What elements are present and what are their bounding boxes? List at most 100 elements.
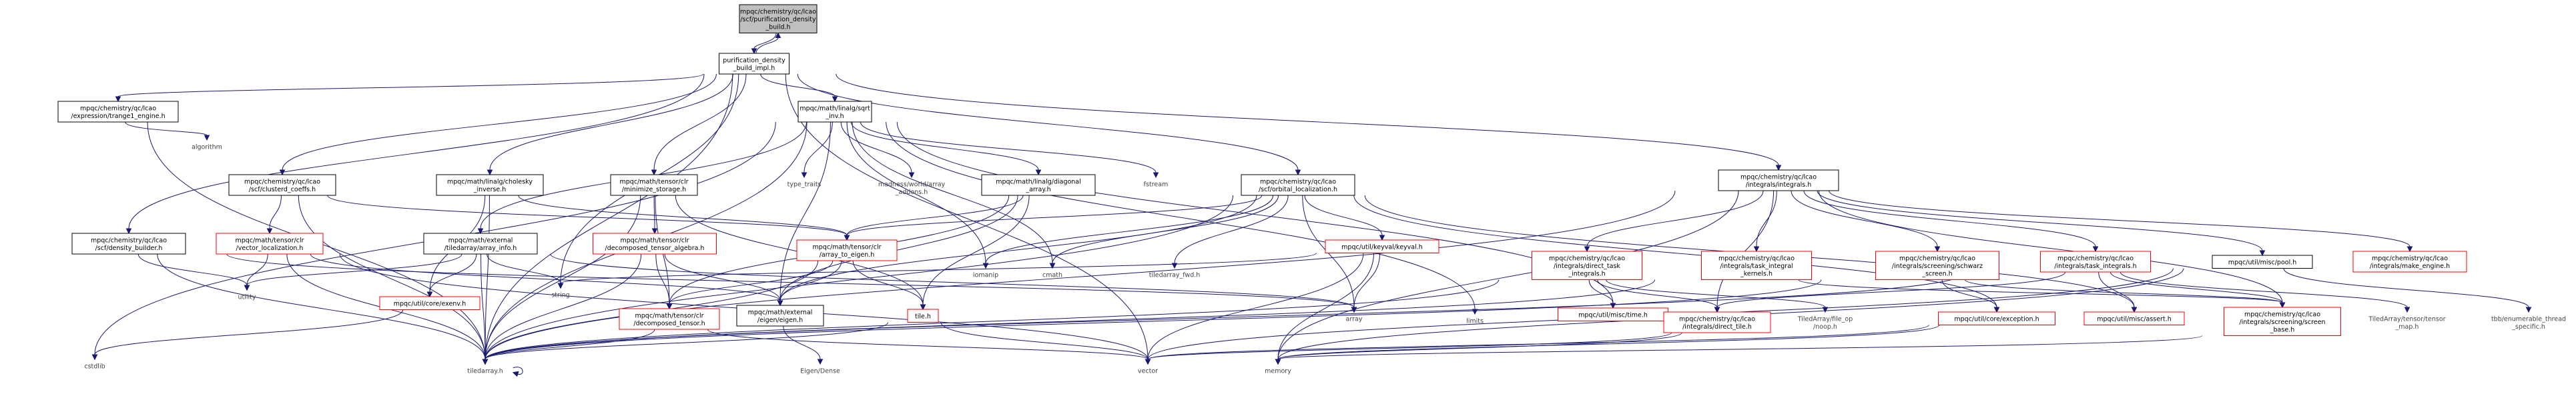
node-box (228, 174, 336, 196)
node-label-line: TiledArray/file_op (1797, 316, 1853, 323)
node-time[interactable]: mpqc/util/misc/time.h (1558, 307, 1668, 321)
edge-root-to-impl (751, 33, 777, 55)
node-label-line: _map.h (2395, 323, 2419, 331)
edge-minimize-to-dta (651, 195, 658, 235)
edge-exception-to-memory (1275, 325, 1940, 365)
node-root[interactable]: mpqc/chemistry/qc/lcao/scf/purification_… (739, 4, 818, 33)
node-sqrt[interactable]: mpqc/math/linalg/sqrt_inv.h (797, 101, 872, 123)
node-label-line: purification_density (723, 57, 785, 65)
node-box (436, 174, 544, 196)
node-eigen[interactable]: mpqc/math/external/eigen/eigen.h (736, 305, 824, 327)
node-impl[interactable]: purification_density_build_impl.h (719, 53, 789, 75)
node-task-integrals[interactable]: mpqc/chemistry/qc/lcao/integrals/task_in… (2040, 251, 2151, 273)
node-label-line: /scf/purification_density (740, 16, 816, 23)
node-label-line: /integrals/task_integrals.h (2054, 263, 2136, 270)
edge-impl-to-root (755, 32, 781, 54)
edge-vector_loc-to-utility (244, 253, 268, 291)
node-box (216, 233, 324, 255)
node-exception[interactable]: mpqc/util/core/exception.h (1938, 311, 2055, 325)
node-label-line: _build.h (765, 24, 790, 31)
node-decomposed-tensor[interactable]: mpqc/math/tensor/clr/decomposed_tensor.h (619, 308, 720, 330)
node-label-line: mpqc/chemistry/qc/lcao (244, 179, 320, 186)
edge-integrals-to-make_engine (1829, 190, 2413, 253)
edge-clustered-to-array_to_eigen (327, 195, 850, 241)
edge-array_info-to-utility (244, 253, 462, 291)
node-box (71, 233, 186, 255)
node-keyval[interactable]: mpqc/util/keyval/keyval.h (1325, 239, 1439, 253)
node-label-line: mpqc/math/linalg/sqrt (799, 105, 870, 113)
node-label-line: memory (1265, 368, 1291, 375)
edge-impl-to-cholesky (487, 73, 733, 176)
edge-tile-to-tiledarray (482, 322, 889, 365)
node-madness: madness/world/array_addons.h (878, 181, 946, 197)
node-label-line: _inverse.h (473, 186, 507, 193)
node-orbital[interactable]: mpqc/chemistry/qc/lcao/scf/orbital_local… (1241, 174, 1355, 196)
node-frange[interactable]: mpqc/chemistry/qc/lcao/expression/trange… (57, 101, 179, 123)
edge-direct_task-to-direct_tile (1597, 279, 1720, 313)
node-label-line: vector (1138, 368, 1158, 375)
edge-task_integral_kernels-to-screen_base (1798, 279, 2286, 309)
node-label-line: iomanip (973, 272, 998, 279)
node-fstream: fstream (1144, 181, 1169, 189)
node-vector-loc[interactable]: mpqc/math/tensor/clr/vector_localization… (216, 233, 324, 255)
node-cholesky[interactable]: mpqc/math/linalg/cholesky_inverse.h (436, 174, 544, 196)
edge-integrals-to-tiledarray (482, 190, 1676, 365)
node-clustered[interactable]: mpqc/chemistry/qc/lcao/scf/clusterd_coef… (228, 174, 336, 196)
node-make-engine[interactable]: mpqc/chemistry/qc/lcao/integrals/make_en… (2352, 251, 2467, 273)
node-schwarz[interactable]: mpqc/chemistry/qc/lcao/integrals/screeni… (1875, 251, 1999, 280)
node-label-line: tbb/enumerable_thread (2491, 316, 2566, 323)
edge-keyval-to-memory (1275, 253, 1375, 365)
edge-array_to_eigen-to-decomposed_tensor (666, 260, 834, 310)
node-array: array (1346, 316, 1363, 323)
node-array-to-eigen[interactable]: mpqc/math/tensor/clr/array_to_eigen.h (796, 239, 898, 261)
node-label-line: array (1346, 316, 1363, 323)
node-minimize[interactable]: mpqc/math/tensor/clr/minimize_storage.h (610, 174, 698, 196)
edge-clustered-to-vector_loc (266, 195, 282, 235)
node-label-line: /vector_localization.h (236, 245, 304, 252)
edge-screen_base-to-memory (1275, 335, 2203, 365)
node-tile[interactable]: tile.h (907, 309, 939, 323)
edge-integrals-to-task_integral_kernels (1753, 190, 1777, 253)
node-task-integral-kernels[interactable]: mpqc/chemistry/qc/lcao/integrals/task_in… (1701, 251, 1812, 280)
node-density-builder[interactable]: mpqc/chemistry/qc/lcao/scf/density_build… (71, 233, 186, 255)
node-label-line: mpqc/chemistry/qc/lcao (1679, 316, 1755, 323)
edge-decomposed_tensor-to-vector (707, 329, 1151, 365)
node-exenv[interactable]: mpqc/util/core/exenv.h (379, 296, 480, 310)
node-direct-tile[interactable]: mpqc/chemistry/qc/lcao/integrals/direct_… (1663, 311, 1771, 333)
node-screen-base[interactable]: mpqc/chemistry/qc/lcao/integrals/screeni… (2224, 307, 2341, 336)
node-label-line: /integrals/task_integral (1720, 263, 1793, 270)
node-integrals[interactable]: mpqc/chemistry/qc/lcao/integrals/integra… (1718, 169, 1839, 191)
node-box (1701, 251, 1812, 280)
node-label-line: mpqc/math/tensor/clr (813, 244, 882, 251)
edge-impl-to-sqrt (760, 73, 838, 103)
node-label-line: mpqc/math/tensor/clr (236, 237, 304, 245)
edge-schwarz-to-exception (1941, 279, 2000, 313)
node-assert[interactable]: mpqc/util/misc/assert.h (2083, 311, 2185, 325)
node-array-info[interactable]: mpqc/math/external/tiledarray/array_info… (423, 233, 538, 255)
node-label-line: /noop.h (1813, 323, 1837, 331)
edge-impl-to-integrals (836, 73, 1782, 171)
node-label-line: /integrals/direct_tile.h (1682, 323, 1752, 331)
node-label-line: /integrals/screening/schwarz (1892, 263, 1983, 270)
node-pool[interactable]: mpqc/util/misc/pool.h (2212, 255, 2313, 269)
node-box (1663, 311, 1771, 333)
node-label-line: /scf/orbital_localization.h (1259, 186, 1337, 193)
node-box (2083, 311, 2185, 325)
node-algorithm: algorithm (192, 144, 222, 151)
edge-pool-to-tbb (2283, 268, 2532, 313)
edge-sqrt-to-type_traits (801, 121, 833, 179)
node-box (2212, 255, 2313, 269)
node-diagonal[interactable]: mpqc/math/linalg/diagonal_array.h (981, 174, 1096, 196)
node-cmath: cmath (1042, 272, 1062, 279)
node-dta[interactable]: mpqc/math/tensor/clr/decomposed_tensor_a… (593, 233, 717, 255)
edge-keyval-to-string (557, 253, 1317, 289)
edge-decomposed_tensor-to-tiledarray (482, 329, 655, 365)
node-label-line: mpqc/chemistry/qc/lcao (1260, 179, 1336, 186)
node-label-line: mpqc/chemistry/qc/lcao (740, 9, 816, 16)
node-tensor-map: TiledArray/tensor/tensor_map.h (2368, 316, 2445, 331)
edge-impl-to-clustered (279, 73, 717, 176)
node-direct-task[interactable]: mpqc/chemistry/qc/lcao/integrals/direct_… (1532, 251, 1642, 280)
node-label-line: utility (238, 294, 256, 301)
node-label-line: mpqc/math/external (448, 237, 513, 245)
